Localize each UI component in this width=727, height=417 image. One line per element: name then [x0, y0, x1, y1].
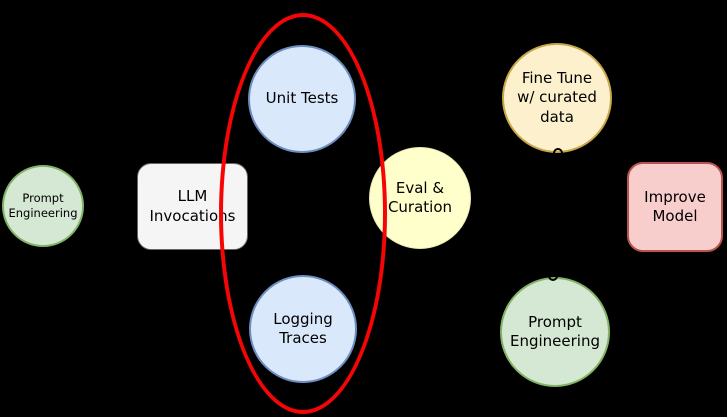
- node-label: Prompt Engineering: [510, 312, 600, 350]
- node-label: Unit Tests: [265, 89, 339, 108]
- connector-ring-icon: [548, 271, 558, 281]
- node-prompt-engineering-right: Prompt Engineering: [500, 277, 610, 387]
- connector-ring-icon: [553, 148, 563, 158]
- node-label: Logging Traces: [273, 309, 333, 347]
- node-improve-model: Improve Model: [627, 162, 723, 252]
- node-prompt-engineering-left: Prompt Engineering: [2, 165, 84, 247]
- node-unit-tests: Unit Tests: [248, 45, 356, 153]
- node-llm-invocations: LLM Invocations: [137, 163, 248, 250]
- node-label: Eval & Curation: [387, 178, 453, 216]
- node-label: LLM Invocations: [149, 187, 236, 225]
- node-fine-tune: Fine Tune w/ curated data: [502, 43, 612, 153]
- node-logging-traces: Logging Traces: [249, 275, 357, 383]
- node-label: Improve Model: [644, 187, 706, 225]
- node-label: Fine Tune w/ curated data: [517, 69, 597, 126]
- node-label: Prompt Engineering: [8, 191, 78, 220]
- node-eval-curation: Eval & Curation: [369, 147, 471, 249]
